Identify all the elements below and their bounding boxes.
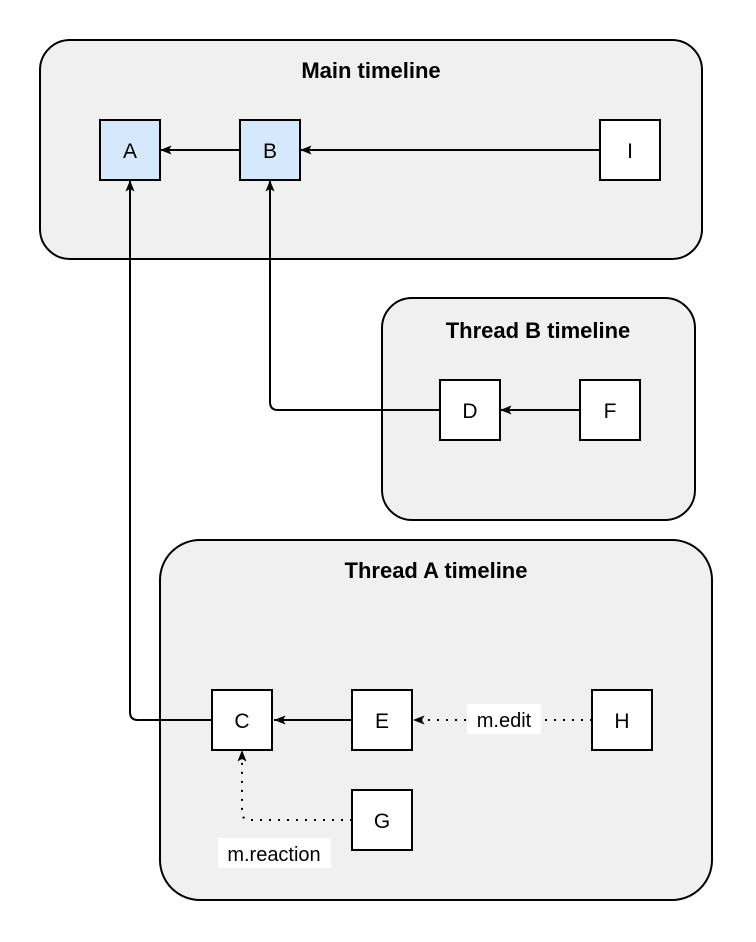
thread-a-timeline-title: Thread A timeline — [345, 558, 528, 583]
node-i-box — [599, 119, 661, 181]
edge-c-to-a — [125, 180, 212, 721]
edge-label-m-reaction-text: m.reaction — [227, 844, 320, 866]
node-h: H — [591, 689, 653, 751]
node-a-label: A — [123, 140, 137, 163]
edge-label-m-edit-bg — [467, 704, 541, 734]
node-b: B — [239, 119, 301, 181]
node-f-box — [579, 379, 641, 441]
node-i: I — [599, 119, 661, 181]
edge-label-m-edit: m.edit — [467, 704, 541, 734]
node-f-label: F — [604, 400, 617, 423]
node-b-label: B — [263, 140, 277, 163]
node-h-label: H — [614, 710, 629, 733]
node-e: E — [351, 689, 413, 751]
node-g: G — [351, 789, 413, 851]
node-i-label: I — [627, 140, 633, 163]
node-c: C — [211, 689, 273, 751]
node-g-box — [351, 789, 413, 851]
edge-label-m-reaction: m.reaction — [218, 838, 331, 868]
edge-label-m-edit-text: m.edit — [477, 710, 532, 732]
edge-label-m-reaction-bg — [218, 838, 331, 868]
node-b-box — [239, 119, 301, 181]
node-f: F — [579, 379, 641, 441]
node-e-box — [351, 689, 413, 751]
thread-b-timeline-title: Thread B timeline — [446, 318, 631, 343]
node-c-box — [211, 689, 273, 751]
node-d-label: D — [462, 400, 477, 423]
node-d-box — [439, 379, 501, 441]
node-a-box — [99, 119, 161, 181]
edge-d-to-b — [265, 180, 440, 411]
main-timeline-title: Main timeline — [301, 58, 440, 83]
node-d: D — [439, 379, 501, 441]
node-a: A — [99, 119, 161, 181]
node-e-label: E — [375, 710, 389, 733]
node-c-label: C — [234, 710, 249, 733]
node-h-box — [591, 689, 653, 751]
edge-g-to-c-m-reaction — [237, 750, 352, 821]
node-g-label: G — [374, 810, 390, 833]
